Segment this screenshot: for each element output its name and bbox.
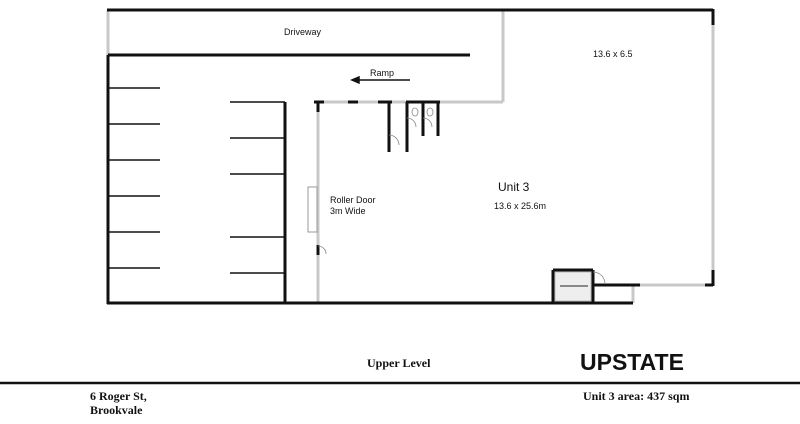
- room-dims-label: 13.6 x 6.5: [593, 49, 633, 59]
- roller-door-label: Roller Door: [330, 195, 376, 205]
- unit-dims: 13.6 x 25.6m: [494, 201, 547, 211]
- black-walls: [106, 8, 715, 305]
- door-swings: [317, 107, 606, 285]
- parking-lines: [108, 87, 285, 274]
- roller-door-width: 3m Wide: [330, 206, 366, 216]
- roller-door: [307, 186, 318, 233]
- stairs: [554, 271, 592, 302]
- address-line1: 6 Roger St,: [90, 389, 147, 403]
- address-line2: Brookvale: [90, 403, 143, 417]
- level-label: Upper Level: [367, 356, 431, 370]
- driveway-label: Driveway: [284, 27, 322, 37]
- unit-name: Unit 3: [498, 180, 530, 194]
- upstate-logo: UPSTATE: [580, 349, 684, 375]
- area-label: Unit 3 area: 437 sqm: [583, 389, 690, 403]
- ramp-arrow: [350, 75, 410, 85]
- ramp-label: Ramp: [370, 68, 395, 78]
